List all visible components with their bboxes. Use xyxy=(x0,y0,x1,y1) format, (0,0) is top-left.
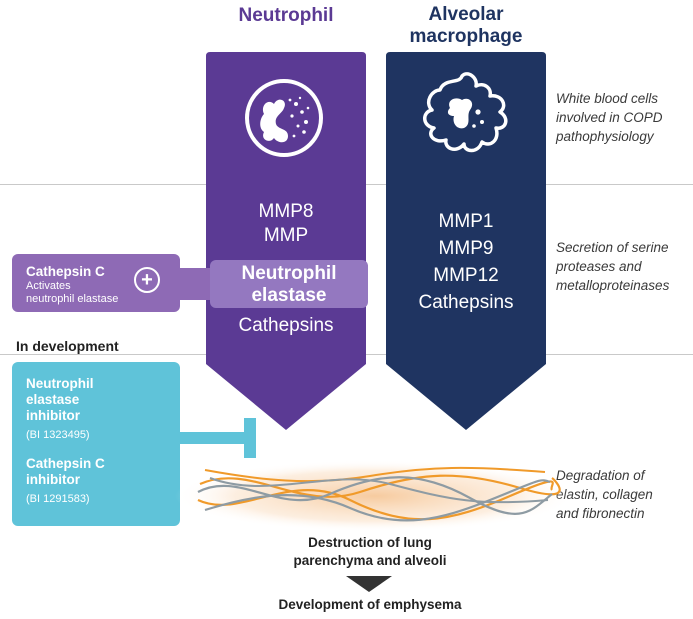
drug1-name-line2: elastase xyxy=(26,392,80,407)
in-development-box: Neutrophil elastase inhibitor (BI 132349… xyxy=(12,362,180,526)
drug2-name-line1: Cathepsin C xyxy=(26,456,105,471)
label-secretion-line3: metalloproteinases xyxy=(556,278,670,293)
cathepsin-c-subtitle-line1: Activates xyxy=(26,280,71,292)
emphysema-text: Development of emphysema xyxy=(278,597,462,612)
macrophage-item-mmp9: MMP9 xyxy=(438,238,494,259)
neutrophil-item-mmp: MMP xyxy=(263,225,309,246)
label-cells-line2: involved in COPD xyxy=(556,110,663,125)
neutrophil-column: MMP8 MMP Cathepsins xyxy=(206,52,366,430)
neutrophil-item-cathepsins: Cathepsins xyxy=(238,315,334,336)
neutrophil-cell-icon xyxy=(245,79,323,157)
label-white-blood-cells: White blood cells involved in COPD patho… xyxy=(556,89,693,146)
alveolar-macrophage-header: Alveolar macrophage xyxy=(386,4,546,48)
macrophage-item-mmp12: MMP12 xyxy=(433,265,499,286)
destruction-text: Destruction of lung parenchyma and alveo… xyxy=(200,534,540,570)
neutrophil-list-top: MMP8 MMP xyxy=(206,200,366,248)
macrophage-item-mmp1: MMP1 xyxy=(438,211,494,232)
fiber-orange-3 xyxy=(204,466,546,483)
drug2-name-line2: inhibitor xyxy=(26,472,80,487)
label-degradation-line2: elastin, collagen xyxy=(556,487,653,502)
macrophage-column: MMP1 MMP9 MMP12 Cathepsins xyxy=(386,52,546,430)
neutrophil-list-bottom: Cathepsins xyxy=(206,314,366,338)
cathepsin-c-subtitle: Activates neutrophil elastase xyxy=(26,280,118,306)
drug1-name-line1: Neutrophil xyxy=(26,376,94,391)
label-secretion: Secretion of serine proteases and metall… xyxy=(556,238,693,295)
label-degradation-line3: and fibronectin xyxy=(556,506,645,521)
label-secretion-line1: Secretion of serine xyxy=(556,240,669,255)
macrophage-item-cathepsins: Cathepsins xyxy=(418,292,514,313)
label-degradation-line1: Degradation of xyxy=(556,468,645,483)
destruction-line1: Destruction of lung xyxy=(308,535,432,550)
alveolar-header-line2: macrophage xyxy=(409,26,523,47)
label-degradation: Degradation of elastin, collagen and fib… xyxy=(556,466,693,523)
neutrophil-elastase-highlight: Neutrophil elastase xyxy=(210,260,368,308)
plus-icon: + xyxy=(134,267,160,293)
in-development-heading: In development xyxy=(16,338,119,354)
label-secretion-line2: proteases and xyxy=(556,259,642,274)
drug1-name-line3: inhibitor xyxy=(26,408,80,423)
alveolar-header-line1: Alveolar xyxy=(428,4,504,25)
label-cells-line1: White blood cells xyxy=(556,91,659,106)
fiber-orange-2 xyxy=(197,480,554,521)
fiber-grey-3 xyxy=(209,477,549,504)
macrophage-list: MMP1 MMP9 MMP12 Cathepsins xyxy=(386,208,546,316)
neutrophil-elastase-line2: elastase xyxy=(251,285,327,306)
fiber-glow xyxy=(175,460,575,532)
drug-neutrophil-elastase-inhibitor: Neutrophil elastase inhibitor (BI 132349… xyxy=(26,376,94,442)
macrophage-cell-icon xyxy=(423,72,508,153)
neutrophil-column-shape xyxy=(206,52,366,430)
macrophage-column-shape xyxy=(386,52,546,430)
drug-cathepsin-c-inhibitor: Cathepsin C inhibitor (BI 1291583) xyxy=(26,456,105,506)
neutrophil-item-mmp8: MMP8 xyxy=(258,201,314,222)
cathepsin-c-box: Cathepsin C Activates neutrophil elastas… xyxy=(12,254,180,312)
drug2-code: (BI 1291583) xyxy=(26,493,90,505)
fiber-orange-1 xyxy=(199,474,561,498)
cathepsin-c-title: Cathepsin C xyxy=(26,264,105,279)
fiber-grey-1 xyxy=(197,476,553,515)
label-cells-line3: pathophysiology xyxy=(556,129,654,144)
drug1-code: (BI 1323495) xyxy=(26,429,90,441)
fiber-grey-2 xyxy=(204,479,551,522)
neutrophil-header: Neutrophil xyxy=(238,5,334,26)
destruction-line2: parenchyma and alveoli xyxy=(293,553,447,568)
cathepsin-c-subtitle-line2: neutrophil elastase xyxy=(26,293,119,305)
neutrophil-elastase-line1: Neutrophil xyxy=(241,263,337,284)
